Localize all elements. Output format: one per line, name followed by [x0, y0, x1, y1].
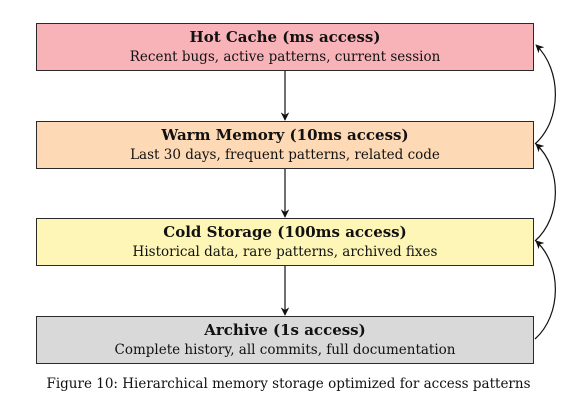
figure-caption: Figure 10: Hierarchical memory storage o…	[46, 376, 531, 392]
arrow-up-warm-to-hot	[534, 44, 556, 145]
tier-description: Last 30 days, frequent patterns, related…	[130, 147, 440, 163]
tier-title: Warm Memory (10ms access)	[161, 126, 409, 144]
tier-hot-cache: Hot Cache (ms access) Recent bugs, activ…	[36, 23, 534, 71]
tier-description: Historical data, rare patterns, archived…	[132, 244, 438, 260]
tier-title: Archive (1s access)	[204, 321, 366, 339]
tier-archive: Archive (1s access) Complete history, al…	[36, 316, 534, 364]
tier-warm-memory: Warm Memory (10ms access) Last 30 days, …	[36, 121, 534, 169]
tier-description: Complete history, all commits, full docu…	[114, 342, 456, 358]
tier-title: Hot Cache (ms access)	[189, 28, 381, 46]
arrow-up-archive-to-cold	[534, 240, 556, 340]
tier-description: Recent bugs, active patterns, current se…	[129, 49, 441, 65]
arrow-up-cold-to-warm	[534, 143, 556, 242]
tier-title: Cold Storage (100ms access)	[163, 223, 407, 241]
tier-cold-storage: Cold Storage (100ms access) Historical d…	[36, 218, 534, 266]
